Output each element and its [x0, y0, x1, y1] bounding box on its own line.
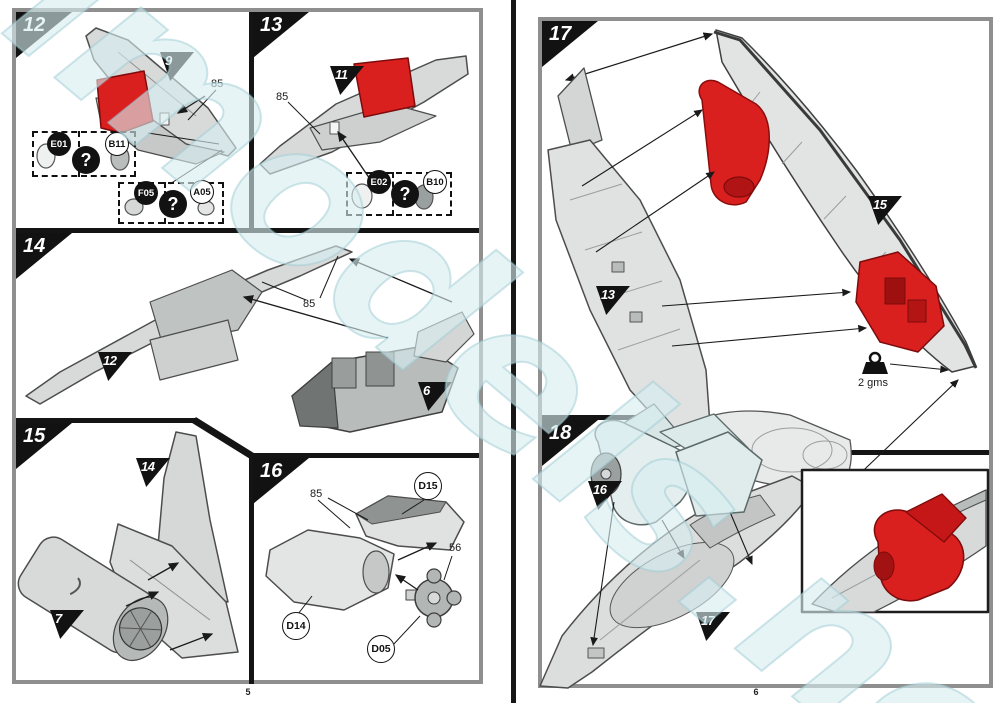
part-badge-A05: A05 — [190, 180, 214, 204]
part-badge-D15: D15 — [414, 472, 442, 500]
part-label-85: 85 — [303, 298, 316, 310]
part-badge-B11: B11 — [105, 132, 129, 156]
left-page-number: 5 — [245, 687, 251, 697]
part-label-85: 85 — [276, 91, 289, 103]
right-page — [538, 17, 993, 688]
part-label-85: 85 — [310, 488, 323, 500]
part-badge-E02: E02 — [367, 170, 391, 194]
choice-question-badge: ? — [391, 180, 419, 208]
part-badge-B10: B10 — [423, 170, 447, 194]
choice-question-badge: ? — [72, 146, 100, 174]
step12-option-box-1 — [32, 131, 136, 177]
step13-option-box — [346, 172, 452, 216]
part-badge-D05: D05 — [367, 635, 395, 663]
left-page — [12, 8, 483, 684]
ballast-weight-label: 2 gms — [858, 377, 888, 389]
right-page-number: 6 — [753, 687, 759, 697]
part-label-56: 56 — [449, 542, 462, 554]
part-badge-D14: D14 — [282, 612, 310, 640]
part-label-85: 85 — [211, 78, 224, 90]
step12-option-box-2 — [118, 182, 224, 224]
part-badge-F05: F05 — [134, 181, 158, 205]
part-badge-E01: E01 — [47, 132, 71, 156]
center-fold-divider — [511, 0, 516, 703]
choice-question-badge: ? — [159, 190, 187, 218]
